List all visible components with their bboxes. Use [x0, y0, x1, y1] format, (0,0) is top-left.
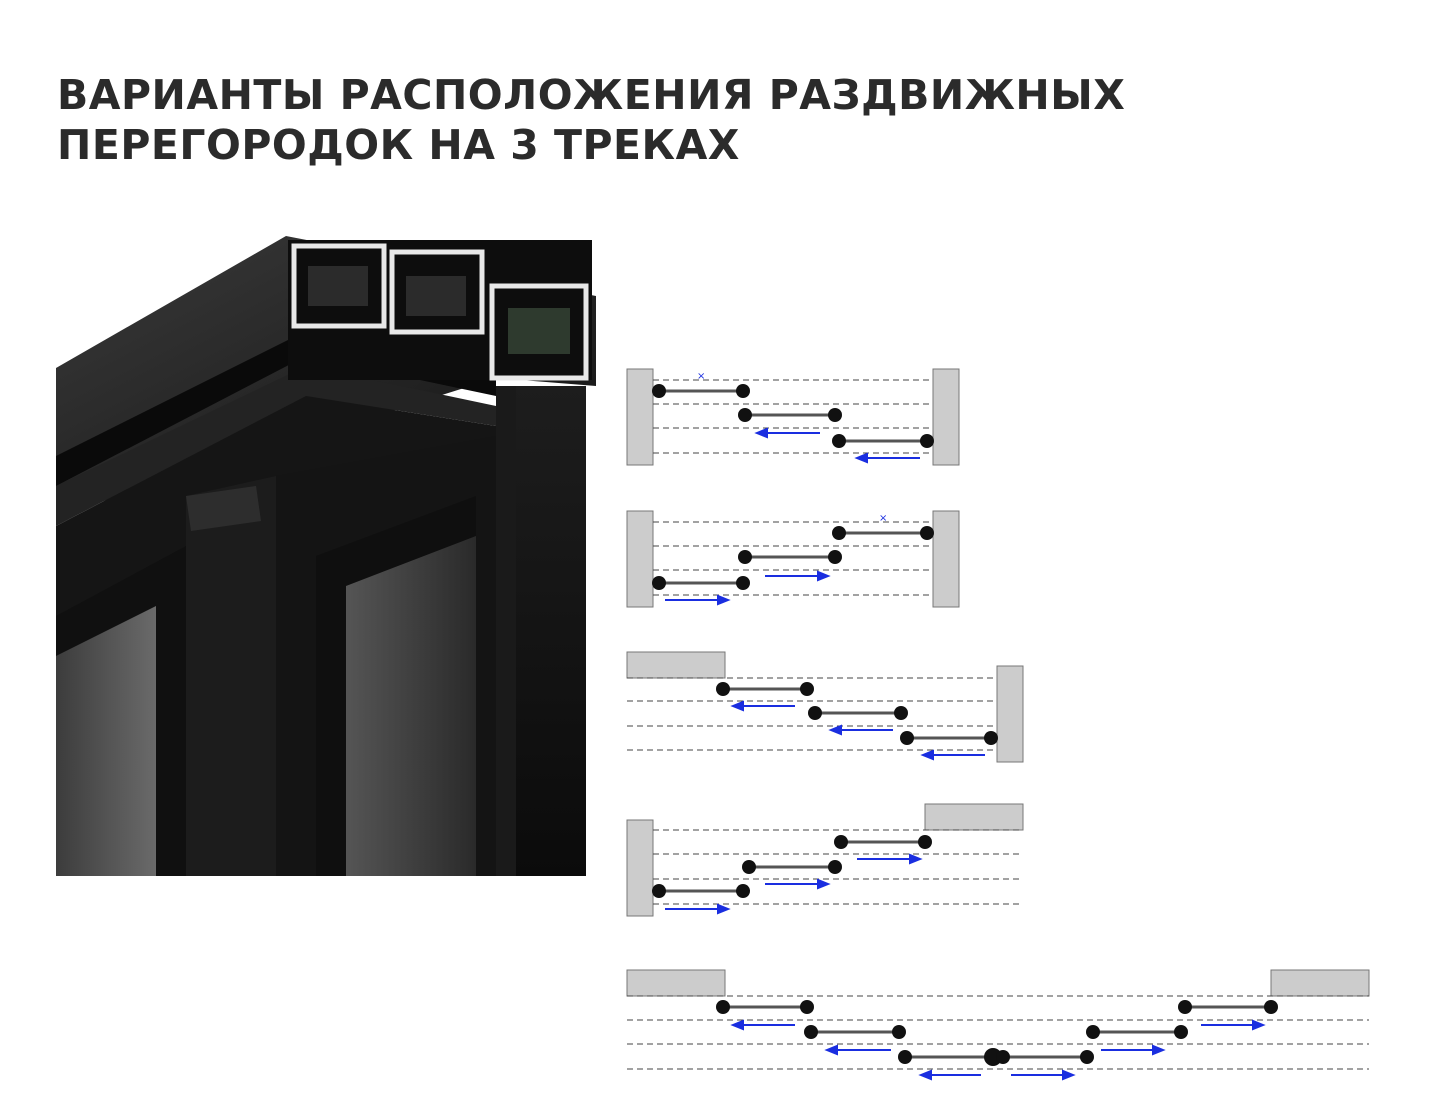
- title-line-2: ПЕРЕГОРОДОК НА 3 ТРЕКАХ: [57, 121, 740, 169]
- svg-text:×: ×: [697, 371, 705, 382]
- layout-diagram-1: ×: [626, 368, 960, 466]
- wall-left: [626, 368, 654, 466]
- layout-diagram-5: [626, 969, 1370, 1081]
- panel: [659, 389, 927, 443]
- page-title: ВАРИАНТЫ РАСПОЛОЖЕНИЯ РАЗДВИЖНЫХ ПЕРЕГОР…: [57, 70, 1125, 170]
- layout-diagram-2: ×: [626, 510, 960, 608]
- title-line-1: ВАРИАНТЫ РАСПОЛОЖЕНИЯ РАЗДВИЖНЫХ: [57, 71, 1126, 119]
- arrow-left-icon: [754, 427, 920, 464]
- layout-diagram-4: [626, 803, 1024, 917]
- wall-right: [932, 368, 960, 466]
- arrow-right-icon: [665, 570, 831, 606]
- svg-text:×: ×: [879, 513, 887, 524]
- profile-photo: [56, 236, 596, 876]
- layout-diagram-3: [626, 651, 1024, 763]
